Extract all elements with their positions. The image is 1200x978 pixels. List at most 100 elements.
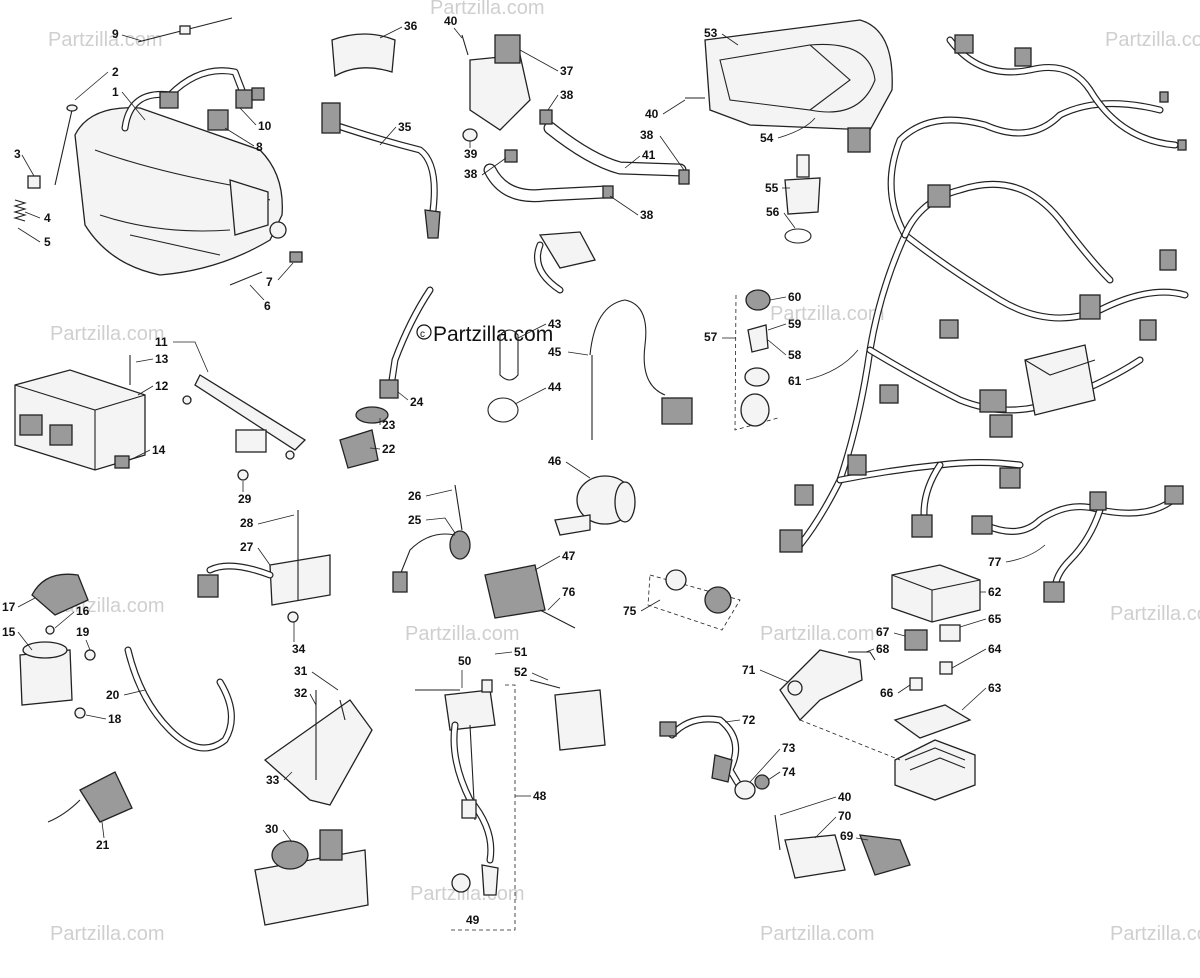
callout-63: 63 <box>988 681 1002 695</box>
watermark: Partzilla.com <box>48 29 162 51</box>
callout-64: 64 <box>988 642 1002 656</box>
callout-10: 10 <box>258 119 272 133</box>
sensor-42 <box>534 231 596 294</box>
callout-59: 59 <box>788 317 802 331</box>
pressure-sensor <box>784 154 821 244</box>
callout-16: 16 <box>76 604 90 618</box>
callout-77: 77 <box>988 555 1002 569</box>
callout-67: 67 <box>876 625 890 639</box>
callout-47: 47 <box>562 549 576 563</box>
callout-56: 56 <box>766 205 780 219</box>
connector-21 <box>47 771 133 823</box>
callout-34: 34 <box>292 642 306 656</box>
callout-62: 62 <box>988 585 1002 599</box>
callout-29: 29 <box>238 492 252 506</box>
callout-12: 12 <box>155 379 169 393</box>
callout-39: 39 <box>464 147 478 161</box>
callout-38: 38 <box>640 128 654 142</box>
copyright-icon <box>416 324 432 340</box>
callout-58: 58 <box>788 348 802 362</box>
callout-50: 50 <box>458 654 472 668</box>
callout-36: 36 <box>404 19 418 33</box>
callout-14: 14 <box>152 443 166 457</box>
svg-text:c: c <box>420 329 425 340</box>
shift-actuator <box>254 690 373 926</box>
sensor-25-26 <box>392 484 471 593</box>
callout-19: 19 <box>76 625 90 639</box>
callouts: 1 2 3 4 5 6 7 8 9 10 11 12 13 <box>2 14 1046 927</box>
watermark: Partzilla.com <box>760 623 874 645</box>
callout-4: 4 <box>44 211 51 225</box>
callout-37: 37 <box>560 64 574 78</box>
connector-47 <box>484 564 576 629</box>
relay-bracket <box>182 374 307 481</box>
callout-22: 22 <box>382 442 396 456</box>
watermark: Partzilla.com <box>1110 923 1200 945</box>
callout-30: 30 <box>265 822 279 836</box>
callout-33: 33 <box>266 773 280 787</box>
callout-60: 60 <box>788 290 802 304</box>
callout-74: 74 <box>782 765 796 779</box>
callout-21: 21 <box>96 838 110 852</box>
temp-sensor-45 <box>589 299 693 440</box>
callout-57: 57 <box>704 330 718 344</box>
callout-5: 5 <box>44 235 51 249</box>
ecu-module <box>14 355 146 471</box>
callout-15: 15 <box>2 625 16 639</box>
ground-cable <box>659 715 770 800</box>
callout-23: 23 <box>382 418 396 432</box>
valve-assembly <box>461 34 690 203</box>
callout-76: 76 <box>562 585 576 599</box>
callout-49: 49 <box>466 913 480 927</box>
watermark: Partzilla.com <box>760 923 874 945</box>
callout-20: 20 <box>106 688 120 702</box>
callout-26: 26 <box>408 489 422 503</box>
starter-solenoid <box>19 573 96 719</box>
callout-6: 6 <box>264 299 271 313</box>
callout-31: 31 <box>294 664 308 678</box>
callout-66: 66 <box>880 686 894 700</box>
callout-68: 68 <box>876 642 890 656</box>
voltage-regulator <box>197 510 331 623</box>
callout-75: 75 <box>623 604 637 618</box>
callout-3: 3 <box>14 147 21 161</box>
callout-40: 40 <box>645 107 659 121</box>
callout-7: 7 <box>266 275 273 289</box>
callout-38: 38 <box>464 167 478 181</box>
callout-17: 17 <box>2 600 16 614</box>
map-sensor <box>774 814 911 879</box>
brand-text: Partzilla.com <box>433 323 553 346</box>
clips-43-44 <box>487 329 519 423</box>
callout-40: 40 <box>838 790 852 804</box>
callout-13: 13 <box>155 352 169 366</box>
callout-9: 9 <box>112 27 119 41</box>
watermark: Partzilla.com <box>770 303 884 325</box>
callout-45: 45 <box>548 345 562 359</box>
callout-1: 1 <box>112 85 119 99</box>
callout-18: 18 <box>108 712 122 726</box>
callout-11: 11 <box>155 335 168 349</box>
callout-46: 46 <box>548 454 562 468</box>
callout-48: 48 <box>533 789 547 803</box>
callout-71: 71 <box>742 663 756 677</box>
callout-41: 41 <box>642 148 656 162</box>
callout-40: 40 <box>444 14 458 28</box>
callout-69: 69 <box>840 829 854 843</box>
headlight-assembly <box>13 17 303 286</box>
callout-51: 51 <box>514 645 528 659</box>
callout-32: 32 <box>294 686 308 700</box>
callout-55: 55 <box>765 181 779 195</box>
callout-65: 65 <box>988 612 1002 626</box>
fuse-bracket <box>779 649 901 761</box>
callout-53: 53 <box>704 26 718 40</box>
callout-38: 38 <box>640 208 654 222</box>
watermark: Partzilla.com <box>1105 29 1200 51</box>
callout-35: 35 <box>398 120 412 134</box>
main-harness <box>779 34 1189 553</box>
buzzer-46 <box>554 475 636 536</box>
harness-77 <box>971 485 1184 603</box>
brand-logo: c Partzilla.com <box>416 323 553 346</box>
callout-24: 24 <box>410 395 424 409</box>
callout-25: 25 <box>408 513 422 527</box>
